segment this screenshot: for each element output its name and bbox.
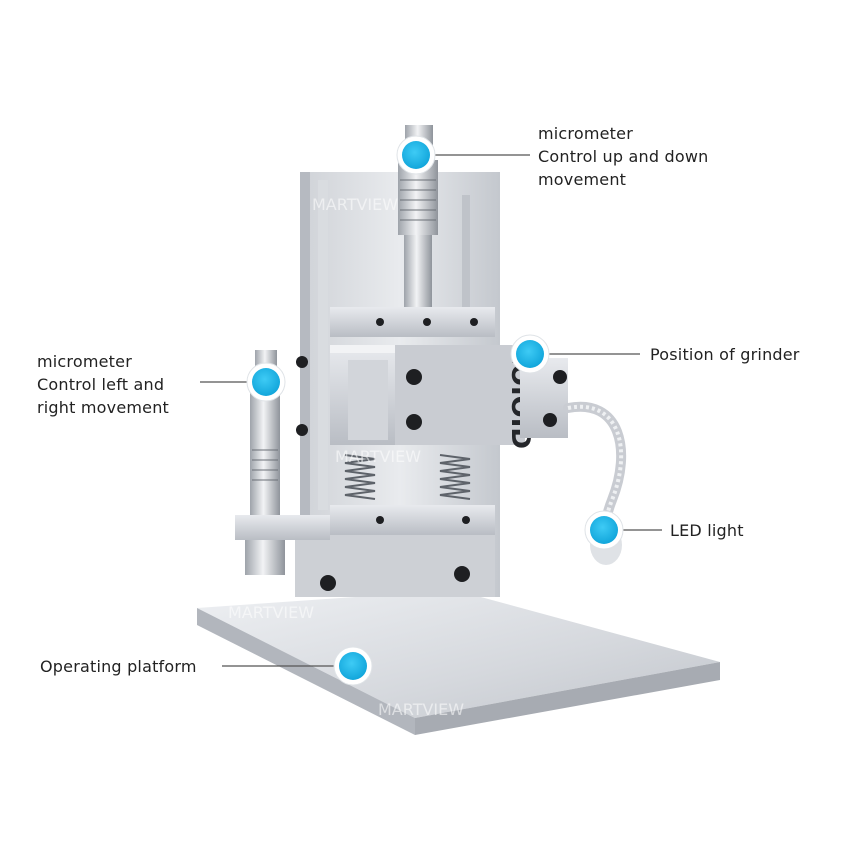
callout-left-right: micrometer Control left and right moveme… (37, 350, 169, 419)
watermark-text: MARTVIEW (378, 700, 464, 719)
bolt-icon (296, 356, 308, 368)
bolt-icon (376, 318, 384, 326)
bolt-icon (470, 318, 478, 326)
bolt-icon (320, 575, 336, 591)
callout-left-right-line1: micrometer (37, 352, 132, 371)
callout-up-down-line3: movement (538, 170, 627, 189)
marker-grinder-icon (510, 334, 550, 374)
callout-platform: Operating platform (40, 655, 197, 678)
callout-led: LED light (670, 519, 744, 542)
callout-left-right-line3: right movement (37, 398, 170, 417)
bolt-icon (406, 369, 422, 385)
springs (344, 454, 471, 500)
bolt-icon (543, 413, 557, 427)
callout-led-text: LED light (670, 521, 744, 540)
callout-up-down: micrometer Control up and down movement (538, 122, 708, 191)
callout-markers (246, 135, 624, 686)
operating-platform (197, 590, 720, 735)
upper-crossbar (330, 307, 495, 337)
bolt-icon (553, 370, 567, 384)
marker-platform-icon (333, 646, 373, 686)
watermark-text: MARTVIEW (312, 195, 398, 214)
bolt-icon (376, 516, 384, 524)
callout-left-right-line2: Control left and (37, 375, 165, 394)
watermark-text: MARTVIEW (228, 603, 314, 622)
bolt-icon (406, 414, 422, 430)
bolt-icon (296, 424, 308, 436)
lower-crossbar (330, 505, 495, 535)
slider-block: ZOIOID (296, 345, 535, 449)
leader-lines (200, 154, 662, 667)
callout-up-down-line2: Control up and down (538, 147, 709, 166)
callout-grinder: Position of grinder (650, 343, 800, 366)
marker-led-icon (584, 510, 624, 550)
marker-left-right-icon (246, 362, 286, 402)
watermark-text: MARTVIEW (335, 447, 421, 466)
callout-platform-text: Operating platform (40, 657, 197, 676)
marker-up-down-icon (396, 135, 436, 175)
callout-up-down-line1: micrometer (538, 124, 633, 143)
callout-grinder-text: Position of grinder (650, 345, 800, 364)
bolt-icon (454, 566, 470, 582)
bolt-icon (462, 516, 470, 524)
watermarks: MARTVIEW MARTVIEW MARTVIEW MARTVIEW (228, 195, 464, 719)
bolt-icon (423, 318, 431, 326)
